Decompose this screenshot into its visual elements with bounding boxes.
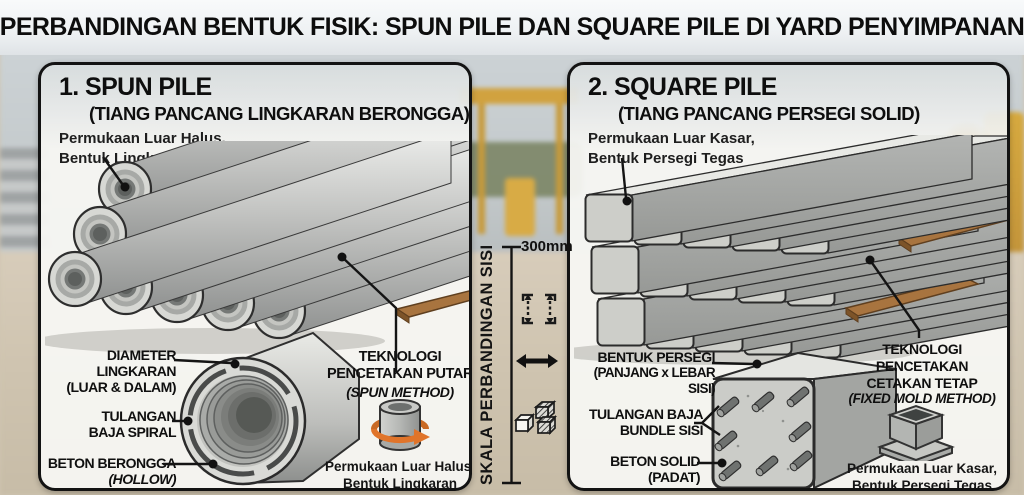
spun-pile-cross-section <box>179 331 360 486</box>
callout-bundle-rebar: TULANGAN BAJA BUNDLE SISI <box>572 406 704 439</box>
page-title: PERBANDINGAN BENTUK FISIK: SPUN PILE DAN… <box>0 13 1024 41</box>
infographic-title-bar: PERBANDINGAN BENTUK FISIK: SPUN PILE DAN… <box>0 0 1024 55</box>
callout-square-shape-label: BENTUK PERSEGI <box>597 349 716 365</box>
callout-solid-core-sub: (PADAT) <box>648 469 700 486</box>
square-technology-method: (FIXED MOLD METHOD) <box>848 391 996 407</box>
spun-pile-heading: 1. SPUN PILE <box>59 73 212 101</box>
spun-technology-method: (SPUN METHOD) <box>346 383 454 400</box>
callout-solid-core: BETON SOLID (PADAT) <box>572 453 700 485</box>
fixed-mold-icon <box>877 404 955 461</box>
callout-hollow-core-label: BETON BERONGGA <box>47 455 177 471</box>
callout-diameter-sub: (LUAR & DALAM) <box>66 379 176 396</box>
callout-hollow-core-sub: (HOLLOW) <box>108 471 176 488</box>
square-technology-title: TEKNOLOGI PENCETAKAN CETAKAN TETAP <box>866 341 978 391</box>
square-technology-note: Permukaan Luar Kasar, Bentuk Persegi Teg… <box>846 461 998 491</box>
callout-solid-core-label: BETON SOLID <box>610 453 700 469</box>
panel-photo-tint <box>41 65 469 150</box>
square-pile-subheading: (TIANG PANCANG PERSEGI SOLID) <box>618 103 920 124</box>
spun-pile-stack-illustration <box>45 141 469 354</box>
callout-spiral-rebar-label: TULANGAN BAJA SPIRAL <box>88 408 177 441</box>
square-pile-stack-illustration <box>574 135 1007 365</box>
scale-rotated-label: SKALA PERBANDINGAN SISI <box>478 244 496 485</box>
callout-bundle-rebar-label: TULANGAN BAJA BUNDLE SISI <box>588 406 704 439</box>
spun-method-icon <box>370 399 430 451</box>
spun-technology-note: Permukaan Luar Halus, Bentuk Lingkaran P… <box>324 459 472 491</box>
spun-technology-title: TEKNOLOGI PENCETAKAN PUTAR <box>326 349 472 383</box>
gantry-crane-leg <box>478 104 485 234</box>
square-pile-cross-section <box>711 351 897 488</box>
gantry-crane-leg <box>556 104 563 234</box>
spun-technology-block: TEKNOLOGI PENCETAKAN PUTAR (SPUN METHOD) <box>324 349 472 400</box>
square-surface-note: Permukaan Luar Kasar, Bentuk Persegi Teg… <box>588 130 755 167</box>
gantry-crane-beam <box>460 88 578 104</box>
spun-surface-note: Permukaan Luar Halus, Bentuk Lingkaran P… <box>59 130 239 167</box>
callout-square-shape-sub: (PANJANG x LEBAR SISI) <box>593 365 716 396</box>
double-arrow-icon <box>516 354 558 368</box>
callout-diameter-label: DIAMETER LINGKARAN <box>96 347 177 380</box>
crane-cab <box>505 178 535 236</box>
side-measure-brackets-icon <box>521 293 557 325</box>
concrete-cubes-icon <box>513 400 558 436</box>
callout-diameter: DIAMETER LINGKARAN (LUAR & DALAM) <box>41 347 176 395</box>
spun-pile-subheading: (TIANG PANCANG LINGKARAN BERONGGA) <box>89 103 470 124</box>
square-pile-panel: 2. SQUARE PILE (TIANG PANCANG PERSEGI SO… <box>567 62 1010 491</box>
callout-spiral-rebar: TULANGAN BAJA SPIRAL <box>41 408 177 441</box>
square-technology-block: TEKNOLOGI PENCETAKAN CETAKAN TETAP (FIXE… <box>842 341 1002 406</box>
square-pile-heading: 2. SQUARE PILE <box>588 73 777 101</box>
callout-hollow-core: BETON BERONGGA (HOLLOW) <box>41 455 177 488</box>
callout-square-shape: BENTUK PERSEGI (PANJANG x LEBAR SISI) <box>572 349 716 396</box>
scale-dimension-label: 300mm <box>521 238 573 255</box>
spun-pile-panel: 1. SPUN PILE (TIANG PANCANG LINGKARAN BE… <box>38 62 472 491</box>
